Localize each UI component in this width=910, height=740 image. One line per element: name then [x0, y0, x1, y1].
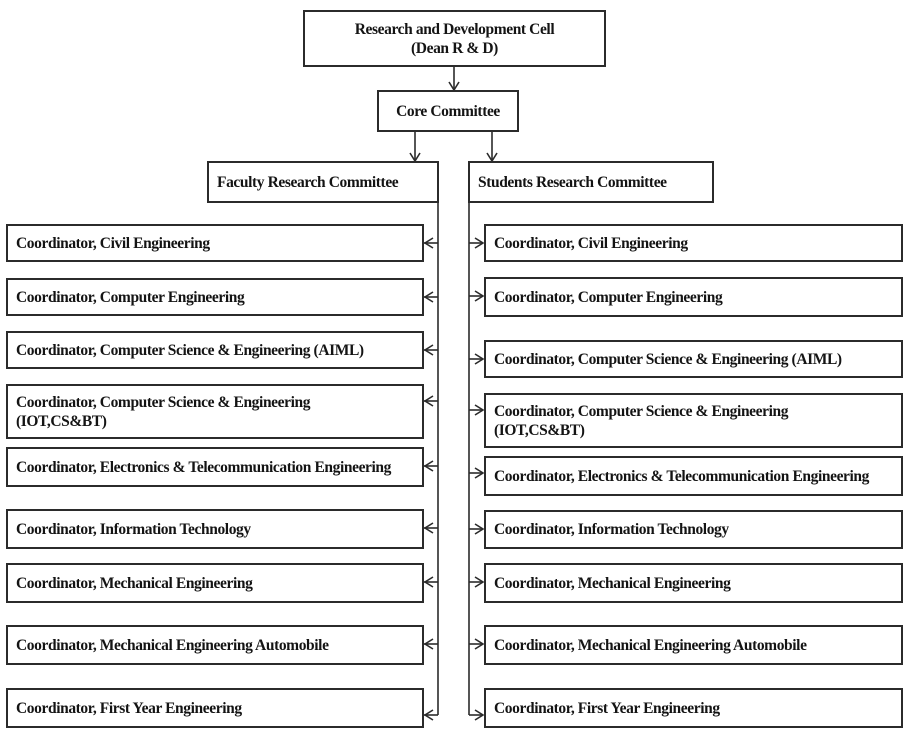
arrow-left-icon — [423, 576, 434, 588]
faculty-research-committee-node: Faculty Research Committee — [207, 161, 439, 203]
student-coordinator-first-year: Coordinator, First Year Engineering — [484, 688, 903, 728]
arrow-left-icon — [423, 709, 434, 721]
arrow-right-icon — [474, 353, 485, 365]
root-node-title: Research and Development Cell — [354, 20, 555, 38]
students-committee-title: Students Research Committee — [478, 173, 667, 191]
coordinator-label: Coordinator, Civil Engineering — [494, 234, 688, 252]
coordinator-label: Coordinator, Mechanical Engineering — [494, 574, 731, 592]
coordinator-label: Coordinator, First Year Engineering — [494, 699, 720, 717]
coordinator-label: Coordinator, Information Technology — [494, 521, 729, 538]
coordinator-label: Coordinator, First Year Engineering — [16, 699, 242, 717]
faculty-coordinator-civil: Coordinator, Civil Engineering — [6, 224, 424, 262]
coordinator-label: Coordinator, Mechanical Engineering Auto… — [494, 636, 807, 654]
coordinator-label: Coordinator, Computer Engineering — [494, 288, 723, 306]
student-coordinator-entc: Coordinator, Electronics & Telecommunica… — [484, 456, 903, 496]
arrow-right-icon — [474, 237, 485, 249]
coordinator-label: Coordinator, Civil Engineering — [16, 234, 210, 252]
arrow-right-icon — [474, 709, 485, 721]
coordinator-label: Coordinator, Computer Science & Engineer… — [494, 402, 789, 439]
faculty-coordinator-cse-aiml: Coordinator, Computer Science & Engineer… — [6, 331, 424, 369]
coordinator-label: Coordinator, Computer Engineering — [16, 288, 245, 306]
student-coordinator-mechanical: Coordinator, Mechanical Engineering — [484, 563, 903, 603]
arrow-right-icon — [474, 523, 485, 535]
arrow-left-icon — [423, 522, 434, 534]
faculty-coordinator-it: Coordinator, Information Technology — [6, 509, 424, 549]
student-coordinator-it: Coordinator, Information Technology — [484, 510, 903, 549]
faculty-coordinator-first-year: Coordinator, First Year Engineering — [6, 688, 424, 728]
arrow-right-icon — [474, 404, 485, 416]
arrow-left-icon — [423, 460, 434, 472]
coordinator-label: Coordinator, Electronics & Telecommunica… — [16, 458, 391, 476]
root-node-rd-cell: Research and Development Cell (Dean R & … — [303, 10, 606, 67]
arrow-left-icon — [423, 395, 434, 407]
core-committee-title: Core Committee — [396, 102, 500, 120]
arrow-right-icon — [474, 638, 485, 650]
arrow-right-icon — [474, 576, 485, 588]
faculty-coordinator-cse-iot: Coordinator, Computer Science & Engineer… — [6, 384, 424, 439]
student-coordinator-mech-auto: Coordinator, Mechanical Engineering Auto… — [484, 625, 903, 665]
arrow-right-icon — [474, 290, 485, 302]
faculty-coordinator-mechanical: Coordinator, Mechanical Engineering — [6, 563, 424, 603]
student-coordinator-cse-aiml: Coordinator, Computer Science & Engineer… — [484, 340, 903, 378]
arrow-left-icon — [423, 237, 434, 249]
coordinator-label: Coordinator, Computer Science & Engineer… — [16, 341, 364, 359]
arrow-left-icon — [423, 344, 434, 356]
faculty-committee-title: Faculty Research Committee — [217, 173, 399, 191]
student-coordinator-computer: Coordinator, Computer Engineering — [484, 277, 903, 317]
faculty-coordinator-mech-auto: Coordinator, Mechanical Engineering Auto… — [6, 625, 424, 665]
arrow-right-icon — [474, 467, 485, 479]
coordinator-label: Coordinator, Information Technology — [16, 520, 251, 538]
faculty-coordinator-computer: Coordinator, Computer Engineering — [6, 278, 424, 316]
arrow-left-icon — [423, 291, 434, 303]
coordinator-label: Coordinator, Computer Science & Engineer… — [16, 393, 311, 430]
student-coordinator-civil: Coordinator, Civil Engineering — [484, 224, 903, 262]
coordinator-label: Coordinator, Mechanical Engineering — [16, 574, 253, 592]
faculty-coordinator-entc: Coordinator, Electronics & Telecommunica… — [6, 447, 424, 487]
student-coordinator-cse-iot: Coordinator, Computer Science & Engineer… — [484, 393, 903, 448]
coordinator-label: Coordinator, Electronics & Telecommunica… — [494, 467, 869, 485]
arrow-left-icon — [423, 638, 434, 650]
coordinator-label: Coordinator, Mechanical Engineering Auto… — [16, 636, 329, 654]
core-committee-node: Core Committee — [377, 90, 519, 132]
root-node-subtitle: (Dean R & D) — [411, 39, 498, 57]
students-research-committee-node: Students Research Committee — [468, 161, 714, 203]
coordinator-label: Coordinator, Computer Science & Engineer… — [494, 350, 842, 368]
